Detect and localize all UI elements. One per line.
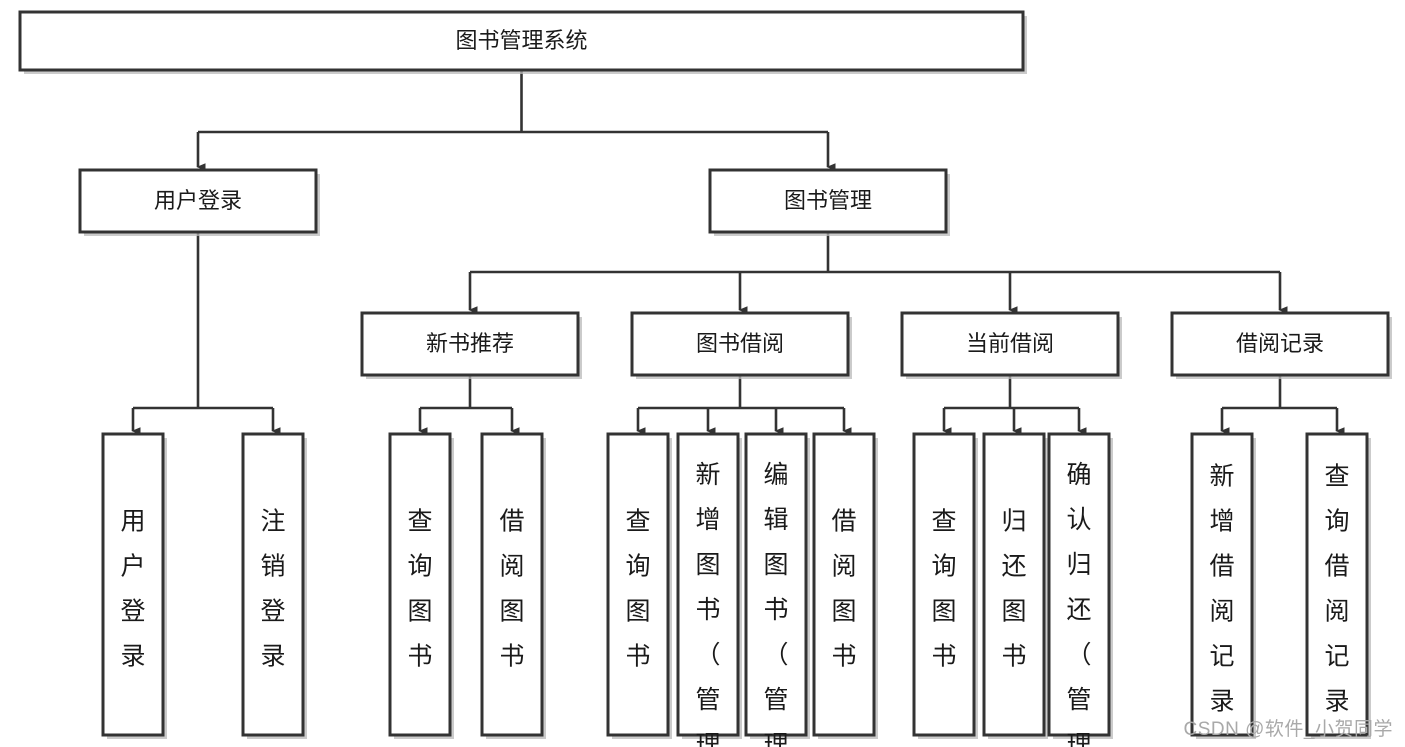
node-l3-借阅记录[interactable]: 借阅记录 <box>1170 311 1392 379</box>
leaf-node-查询图书-4[interactable]: 查询图书 <box>606 432 672 739</box>
node-l3-图书借阅[interactable]: 图书借阅 <box>630 311 852 379</box>
leaf-label: 查询借阅记录 <box>1324 463 1349 716</box>
node-rect[interactable] <box>1170 311 1390 377</box>
node-label: 用户登录 <box>154 188 242 213</box>
leaf-label: 新增图书（管理员） <box>695 461 720 747</box>
leaf-node-查询图书-2[interactable]: 查询图书 <box>388 432 454 739</box>
leaf-node-编辑图书管理员-6[interactable]: 编辑图书（管理员） <box>744 432 810 747</box>
leaf-label: 查询图书 <box>931 508 956 671</box>
node-rect[interactable] <box>18 10 1025 72</box>
node-rect[interactable] <box>360 311 580 377</box>
leaf-label: 借阅图书 <box>499 508 524 671</box>
leaf-label: 编辑图书（管理员） <box>763 461 788 747</box>
node-label: 借阅记录 <box>1236 331 1324 356</box>
node-rect[interactable] <box>101 432 165 737</box>
leaf-node-借阅图书-7[interactable]: 借阅图书 <box>812 432 878 739</box>
node-layer: 图书管理系统用户登录图书管理新书推荐图书借阅当前借阅借阅记录用户登录注销登录查询… <box>18 10 1392 747</box>
node-label: 图书管理 <box>784 188 872 213</box>
leaf-label: 归还图书 <box>1001 508 1026 671</box>
node-l2-图书管理[interactable]: 图书管理 <box>708 168 950 236</box>
node-l3-新书推荐[interactable]: 新书推荐 <box>360 311 582 379</box>
node-rect[interactable] <box>1305 432 1369 737</box>
leaf-node-归还图书-9[interactable]: 归还图书 <box>982 432 1048 739</box>
connector-layer <box>131 70 1345 435</box>
node-rect[interactable] <box>241 432 305 737</box>
leaf-label: 用户登录 <box>120 508 145 671</box>
node-rect[interactable] <box>78 168 318 234</box>
leaf-node-新增图书管理员-5[interactable]: 新增图书（管理员） <box>676 432 742 747</box>
node-rect[interactable] <box>606 432 670 737</box>
node-rect[interactable] <box>708 168 948 234</box>
node-rect[interactable] <box>744 432 808 737</box>
leaf-label: 查询图书 <box>625 508 650 671</box>
leaf-label: 注销登录 <box>260 508 285 671</box>
leaf-node-借阅图书-3[interactable]: 借阅图书 <box>480 432 546 739</box>
leaf-node-查询图书-8[interactable]: 查询图书 <box>912 432 978 739</box>
node-rect[interactable] <box>630 311 850 377</box>
node-rect[interactable] <box>1190 432 1254 737</box>
leaf-node-查询借阅记录-12[interactable]: 查询借阅记录 <box>1305 432 1371 739</box>
leaf-label: 查询图书 <box>407 508 432 671</box>
leaf-label: 借阅图书 <box>831 508 856 671</box>
node-rect[interactable] <box>900 311 1120 377</box>
node-rect[interactable] <box>388 432 452 737</box>
node-label: 当前借阅 <box>966 331 1054 356</box>
leaf-node-注销登录-1[interactable]: 注销登录 <box>241 432 307 739</box>
leaf-node-确认归还管理员-10[interactable]: 确认归还（管理员） <box>1047 432 1113 747</box>
leaf-label: 新增借阅记录 <box>1209 463 1234 716</box>
node-label: 图书管理系统 <box>455 28 587 53</box>
node-l3-当前借阅[interactable]: 当前借阅 <box>900 311 1122 379</box>
node-label: 图书借阅 <box>696 331 784 356</box>
leaf-label: 确认归还（管理员） <box>1066 461 1091 747</box>
node-label: 新书推荐 <box>426 331 514 356</box>
node-rect[interactable] <box>982 432 1046 737</box>
node-l2-用户登录[interactable]: 用户登录 <box>78 168 320 236</box>
node-root-图书管理系统[interactable]: 图书管理系统 <box>18 10 1027 74</box>
node-rect[interactable] <box>480 432 544 737</box>
node-rect[interactable] <box>912 432 976 737</box>
node-rect[interactable] <box>676 432 740 737</box>
node-rect[interactable] <box>812 432 876 737</box>
leaf-node-用户登录-0[interactable]: 用户登录 <box>101 432 167 739</box>
leaf-node-新增借阅记录-11[interactable]: 新增借阅记录 <box>1190 432 1256 739</box>
node-rect[interactable] <box>1047 432 1111 737</box>
